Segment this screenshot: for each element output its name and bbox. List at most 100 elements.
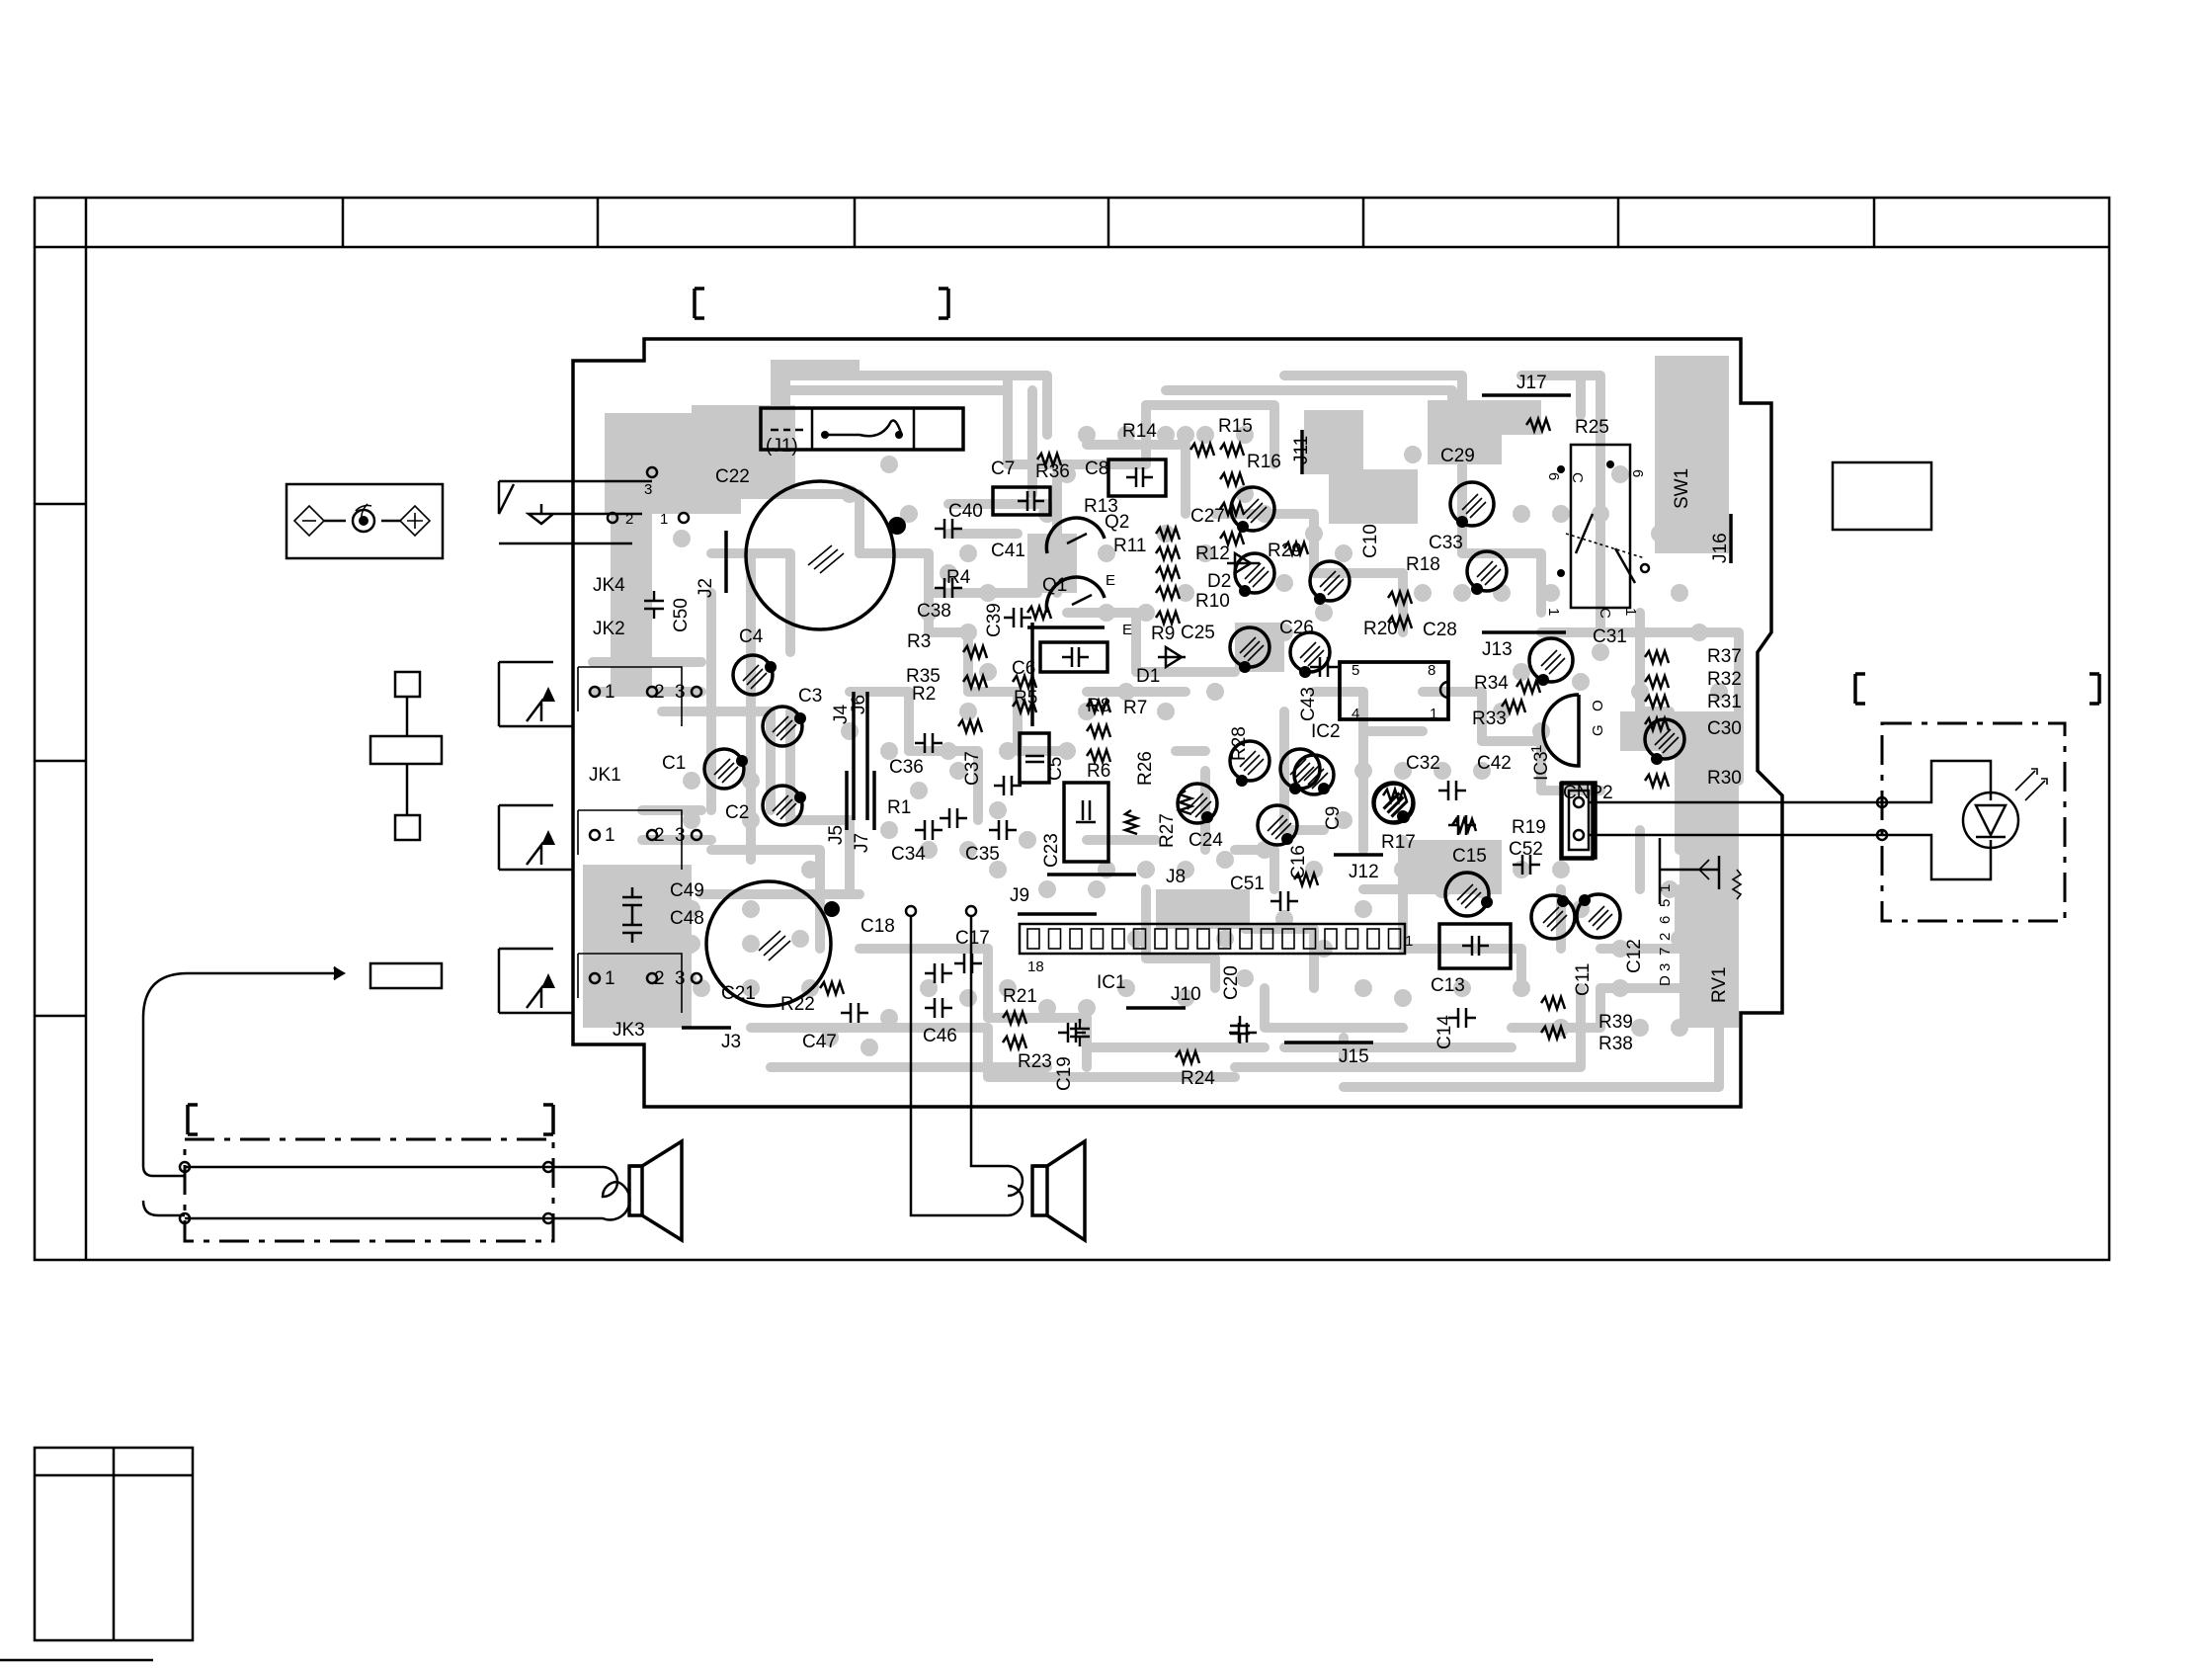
jk3-pin-3: 3 — [675, 968, 686, 989]
ic1-pin-18: 18 — [1027, 959, 1044, 975]
label-r9: R9 — [1151, 624, 1175, 644]
label-c5: C5 — [1045, 757, 1066, 781]
ic2-pin-1: 1 — [1430, 706, 1437, 722]
label-ic1: IC1 — [1097, 972, 1126, 993]
ic3-pin-1: 1 — [1528, 745, 1545, 753]
label-r1: R1 — [887, 797, 911, 818]
rv1-pin-2: 6 — [1657, 916, 1674, 924]
label-r32: R32 — [1707, 669, 1742, 690]
label-c27: C27 — [1190, 506, 1225, 527]
label-c15: C15 — [1452, 846, 1487, 867]
label-r27: R27 — [1157, 813, 1178, 848]
label-r19: R19 — [1512, 817, 1546, 838]
label-j15: J15 — [1339, 1046, 1369, 1067]
label-cnp2: CNP2 — [1563, 783, 1613, 803]
label-r12: R12 — [1195, 543, 1230, 564]
label-q1: Q1 — [1042, 575, 1067, 596]
label-c37: C37 — [962, 751, 983, 786]
label-d1: D1 — [1136, 666, 1160, 687]
label-jk3: JK3 — [613, 1020, 645, 1041]
fuse-j1-label: (J1) — [766, 436, 798, 457]
label-r34: R34 — [1474, 673, 1509, 694]
label-r10: R10 — [1195, 591, 1230, 612]
label-jk2: JK2 — [593, 619, 625, 639]
label-c11: C11 — [1573, 963, 1594, 996]
jk2-pin-2: 2 — [654, 682, 665, 703]
label-c8: C8 — [1085, 459, 1108, 479]
label-r17: R17 — [1381, 832, 1416, 853]
rv1-pin-6: D — [1657, 975, 1674, 986]
label-r21: R21 — [1003, 986, 1037, 1007]
label-d2: D2 — [1207, 571, 1231, 592]
jk1-pin-3: 3 — [675, 825, 686, 846]
label-j12: J12 — [1349, 862, 1379, 882]
dcjack-pin-3: 3 — [644, 481, 652, 498]
ic2-pin-5: 5 — [1352, 662, 1359, 679]
dcjack-pin-1: 1 — [660, 511, 668, 528]
label-r23: R23 — [1018, 1051, 1052, 1072]
label-c40: C40 — [948, 501, 983, 522]
label-sw1: SW1 — [1672, 468, 1692, 509]
label-c42: C42 — [1477, 753, 1512, 774]
label-ic3: IC3 — [1531, 751, 1552, 781]
ic2-pin-4: 4 — [1352, 706, 1359, 722]
label-r35: R35 — [906, 666, 941, 687]
label-c30: C30 — [1707, 718, 1742, 739]
label-jk4: JK4 — [593, 575, 625, 596]
label-r38: R38 — [1598, 1034, 1633, 1054]
q1-pin-e: E — [1122, 622, 1132, 638]
label-c9: C9 — [1323, 806, 1344, 830]
ic3-pin-g: G — [1590, 724, 1606, 736]
sw1-pin-6a: 6 — [1545, 472, 1562, 480]
label-c33: C33 — [1429, 533, 1463, 553]
label-c39: C39 — [984, 603, 1005, 637]
label-r5: R5 — [1014, 688, 1037, 709]
label-j3: J3 — [721, 1032, 741, 1052]
label-r30: R30 — [1707, 768, 1742, 789]
label-c6: C6 — [1012, 658, 1035, 679]
label-c52: C52 — [1509, 839, 1543, 860]
label-ic2: IC2 — [1311, 721, 1341, 742]
label-j9: J9 — [1010, 885, 1029, 906]
label-r7: R7 — [1123, 698, 1147, 718]
sw1-pin-1a: 1 — [1545, 608, 1562, 616]
label-c22: C22 — [715, 466, 750, 487]
label-c1: C1 — [662, 753, 686, 774]
label-jk1: JK1 — [589, 765, 621, 786]
label-c36: C36 — [889, 757, 924, 778]
label-r24: R24 — [1181, 1068, 1215, 1089]
label-r2: R2 — [912, 684, 936, 705]
label-c13: C13 — [1431, 975, 1465, 996]
dcjack-pin-2: 2 — [625, 511, 633, 528]
label-c3: C3 — [798, 686, 822, 707]
sw1-pin-1b: 1 — [1622, 608, 1639, 616]
label-r11: R11 — [1113, 536, 1146, 556]
label-r14: R14 — [1122, 421, 1157, 442]
jk2-pin-3: 3 — [675, 682, 686, 703]
label-c19: C19 — [1054, 1056, 1075, 1091]
grid-frame — [33, 196, 2111, 1262]
label-c50: C50 — [671, 598, 692, 632]
label-j10: J10 — [1171, 984, 1201, 1005]
jk3-pin-1: 1 — [605, 968, 615, 989]
label-c48: C48 — [670, 908, 704, 929]
label-c38: C38 — [917, 601, 951, 622]
label-c12: C12 — [1624, 939, 1645, 973]
label-c20: C20 — [1221, 965, 1242, 1000]
label-j17: J17 — [1516, 373, 1547, 393]
label-c46: C46 — [923, 1026, 957, 1046]
label-r4: R4 — [946, 567, 971, 588]
label-c29: C29 — [1440, 446, 1475, 466]
rv1-pin-5: 3 — [1657, 963, 1674, 971]
label-r8: R8 — [1087, 696, 1110, 716]
center-speaker — [904, 904, 1087, 1244]
label-c10: C10 — [1360, 524, 1381, 558]
label-c31: C31 — [1593, 626, 1627, 647]
ic3-pin-o: O — [1590, 700, 1606, 711]
left-external — [141, 465, 703, 1244]
rv1-pin-4: 7 — [1657, 948, 1674, 956]
label-c41: C41 — [991, 541, 1025, 561]
label-r16: R16 — [1247, 452, 1281, 472]
